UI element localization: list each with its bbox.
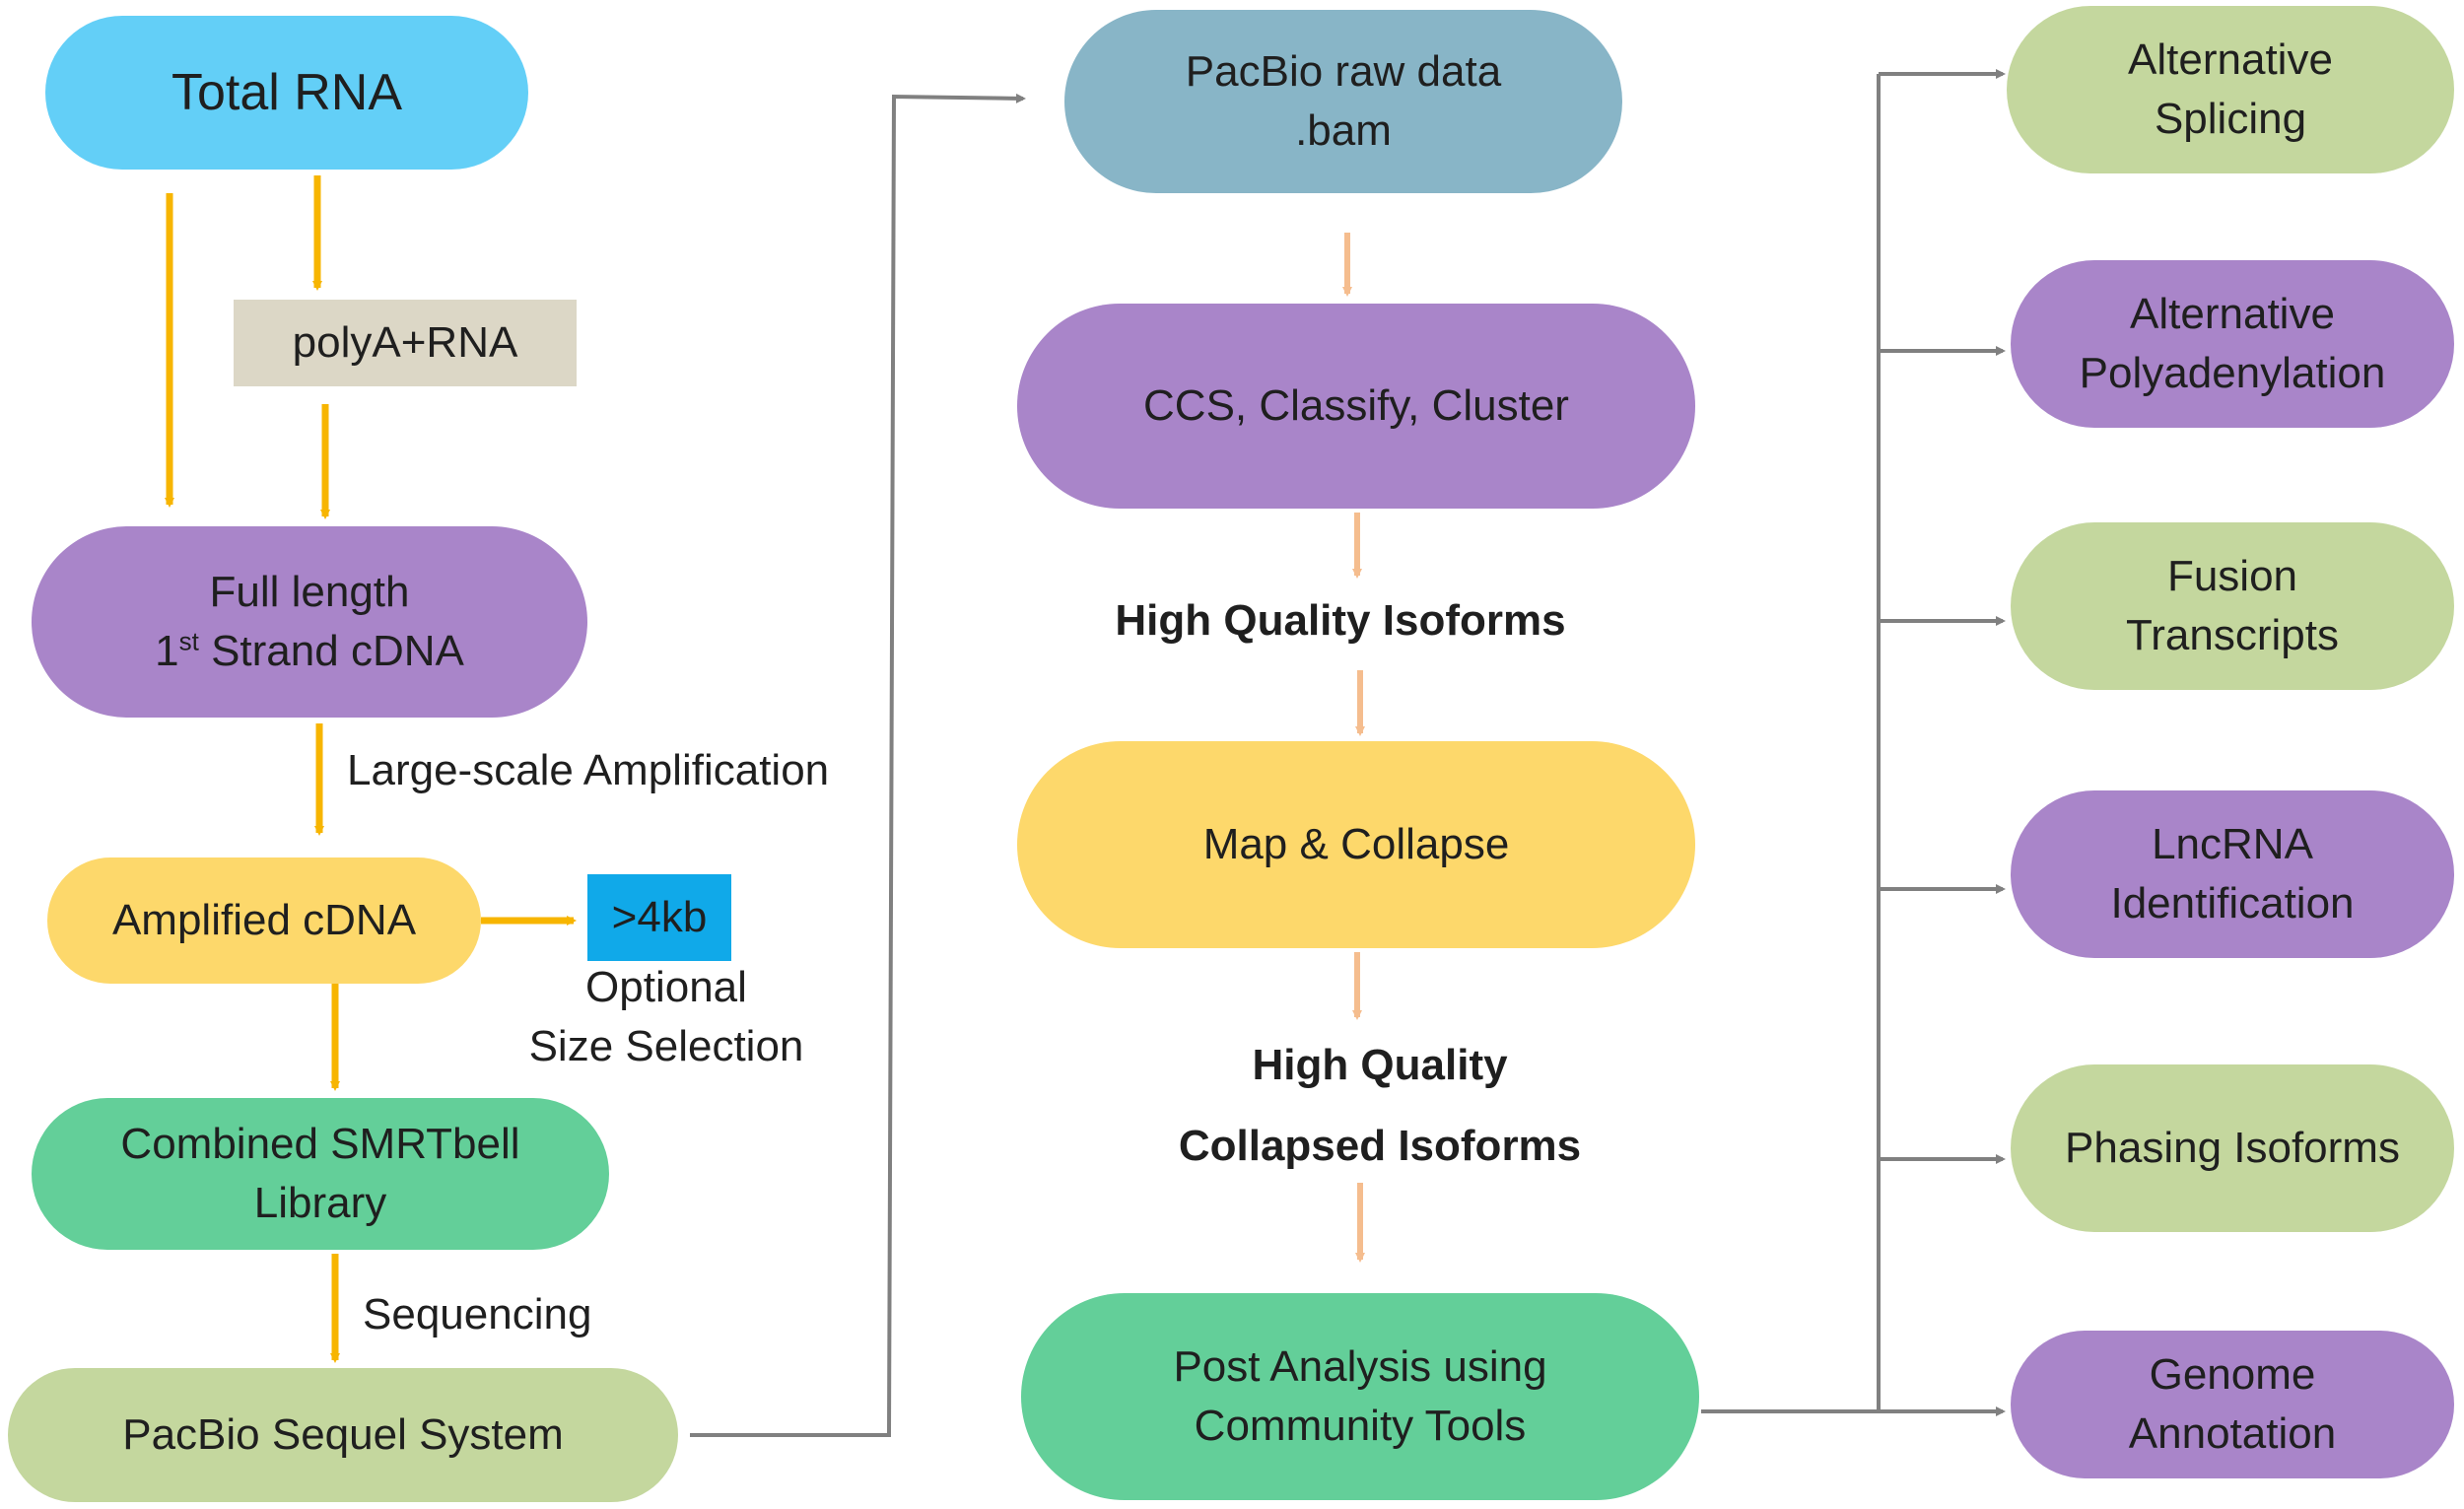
size-4kb-label: >4kb [611, 893, 708, 941]
optional-line2: Size Selection [528, 1022, 804, 1070]
sequel-system-label: PacBio Sequel System [122, 1410, 564, 1459]
lncrna-identification-node: LncRNA Identification [2011, 790, 2454, 958]
full-length-cdna-node: Full length 1st Strand cDNA [32, 526, 587, 718]
alt-splicing-line2: Splicing [2154, 95, 2307, 143]
raw-data-line2: .bam [1295, 106, 1392, 155]
smrtbell-line2: Library [253, 1179, 387, 1227]
total-rna-node: Total RNA [45, 16, 528, 170]
hq-collapsed-line2: Collapsed Isoforms [1178, 1122, 1582, 1170]
fusion-line1: Fusion [2166, 552, 2298, 600]
phasing-isoforms-node: Phasing Isoforms [2011, 1064, 2454, 1232]
full-length-ordinal-suffix: st [178, 626, 199, 656]
pacbio-raw-data-node: PacBio raw data .bam [1064, 10, 1622, 193]
full-length-ordinal: 1 [155, 627, 179, 675]
size-4kb-node: >4kb [587, 874, 731, 961]
ccs-classify-cluster-node: CCS, Classify, Cluster [1017, 304, 1695, 509]
total-rna-label: Total RNA [171, 64, 403, 121]
map-collapse-node: Map & Collapse [1017, 741, 1695, 948]
map-collapse-label: Map & Collapse [1202, 820, 1510, 868]
ccs-label: CCS, Classify, Cluster [1143, 381, 1569, 430]
genome-line2: Annotation [2128, 1409, 2337, 1458]
alternative-splicing-node: Alternative Splicing [2007, 6, 2454, 173]
full-length-line1: Full length [209, 568, 410, 616]
sequencing-label: Sequencing [363, 1290, 592, 1338]
sequel-system-node: PacBio Sequel System [8, 1368, 678, 1502]
lncrna-line2: Identification [2110, 879, 2355, 927]
alt-splicing-line1: Alternative [2128, 35, 2333, 84]
smrtbell-library-node: Combined SMRTbell Library [32, 1098, 609, 1250]
smrtbell-line1: Combined SMRTbell [120, 1120, 520, 1168]
fusion-line2: Transcripts [2126, 611, 2339, 659]
optional-size-selection-label: Optional Size Selection [509, 958, 824, 1076]
high-quality-collapsed-label: High Quality Collapsed Isoforms [1124, 1025, 1636, 1187]
alt-polya-line2: Polyadenylation [2079, 349, 2386, 397]
fusion-transcripts-node: Fusion Transcripts [2011, 522, 2454, 690]
post-analysis-line1: Post Analysis using [1173, 1342, 1547, 1391]
genome-line1: Genome [2149, 1350, 2316, 1399]
connector-post-to-outputs [1701, 69, 2006, 1416]
post-analysis-line2: Community Tools [1194, 1402, 1527, 1450]
genome-annotation-node: Genome Annotation [2011, 1331, 2454, 1478]
high-quality-isoforms-label: High Quality Isoforms [1115, 596, 1566, 645]
polya-rna-node: polyA+RNA [234, 300, 577, 386]
full-length-rest: Strand cDNA [198, 627, 464, 675]
alternative-polyadenylation-node: Alternative Polyadenylation [2011, 260, 2454, 428]
post-analysis-node: Post Analysis using Community Tools [1021, 1293, 1699, 1500]
full-length-line2: 1st Strand cDNA [155, 622, 464, 681]
alt-polya-line1: Alternative [2130, 290, 2335, 338]
amplified-cdna-node: Amplified cDNA [47, 857, 481, 984]
amplified-cdna-label: Amplified cDNA [111, 896, 417, 944]
polya-rna-label: polyA+RNA [292, 318, 518, 367]
hq-collapsed-line1: High Quality [1252, 1041, 1508, 1089]
lncrna-line1: LncRNA [2152, 820, 2313, 868]
connector-sequel-to-raw-data [690, 93, 1026, 1437]
optional-line1: Optional [585, 963, 747, 1011]
raw-data-line1: PacBio raw data [1185, 47, 1502, 96]
phasing-label: Phasing Isoforms [2065, 1124, 2400, 1172]
large-scale-amplification-label: Large-scale Amplification [347, 746, 830, 794]
